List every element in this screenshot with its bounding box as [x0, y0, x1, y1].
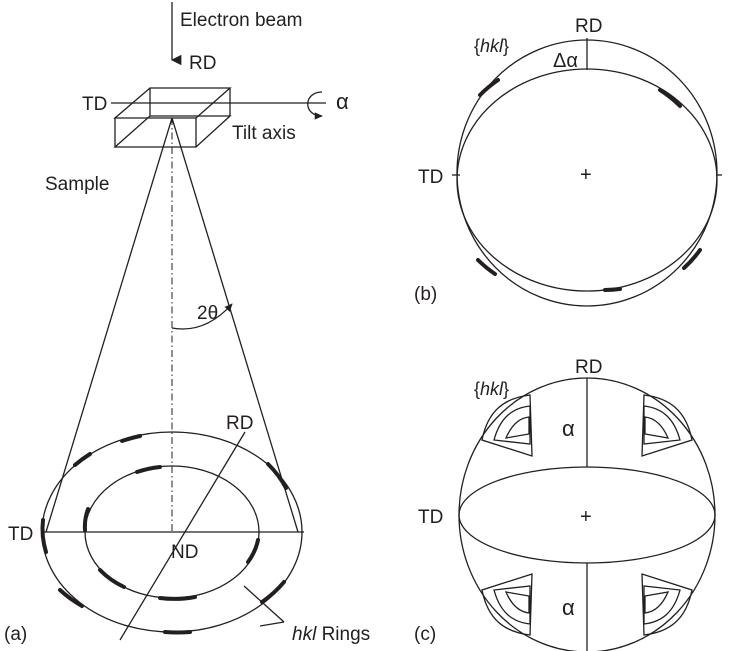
- inner-ring-arcs: [82, 465, 260, 601]
- sample-label: Sample: [45, 174, 109, 195]
- center-mark-b: +: [580, 164, 592, 186]
- contour-upper-right: [641, 394, 693, 457]
- panel-c: RD {hkl} α α TD + (c): [414, 357, 716, 651]
- rings-pointer-inner: [243, 585, 285, 623]
- alpha-bottom-label: α: [562, 595, 575, 620]
- cone-right-edge: [171, 117, 299, 533]
- cone-left-edge: [45, 117, 173, 533]
- td-ring-label: TD: [8, 524, 33, 545]
- panel-b-label: (b): [414, 284, 437, 305]
- two-theta-label: 2θ: [197, 303, 218, 324]
- nd-label: ND: [171, 542, 198, 563]
- rd-axis-line: [119, 431, 246, 641]
- td-label-c: TD: [418, 507, 443, 528]
- pole-b-arcs: [476, 78, 702, 292]
- outer-ring-arcs: [40, 434, 288, 635]
- panel-c-label: (c): [414, 624, 436, 645]
- contour-lower-right: [641, 573, 693, 636]
- rd-label-b: RD: [575, 16, 602, 37]
- panel-a-label: (a): [4, 624, 27, 645]
- alpha-label: α: [336, 89, 349, 114]
- hkl-rings-label: hkl Rings: [292, 624, 370, 645]
- center-mark-c: +: [580, 506, 592, 528]
- tilt-rotation-arrow: [307, 91, 323, 120]
- alpha-top-label: α: [562, 416, 575, 441]
- two-theta-arc: [171, 303, 233, 330]
- rd-label-c: RD: [575, 357, 602, 378]
- hkl-label-c: {hkl}: [474, 379, 509, 399]
- td-label-b: TD: [418, 167, 443, 188]
- panel-a: Electron beam RD TD α Tilt axis Sample: [4, 2, 370, 645]
- contour-lower-left: [481, 573, 533, 636]
- panel-b: RD {hkl} Δα TD + (b): [414, 16, 722, 307]
- contour-upper-left: [481, 394, 533, 457]
- electron-beam-label: Electron beam: [180, 10, 303, 31]
- rings-pointer-outer: [259, 621, 285, 627]
- sample-box: [113, 87, 232, 148]
- rd-top-label: RD: [189, 53, 216, 74]
- hkl-label-b: {hkl}: [474, 36, 509, 56]
- rd-ring-label: RD: [226, 413, 253, 434]
- delta-alpha-label: Δα: [553, 50, 578, 72]
- tilt-axis-label: Tilt axis: [232, 123, 296, 144]
- td-top-label: TD: [82, 94, 107, 115]
